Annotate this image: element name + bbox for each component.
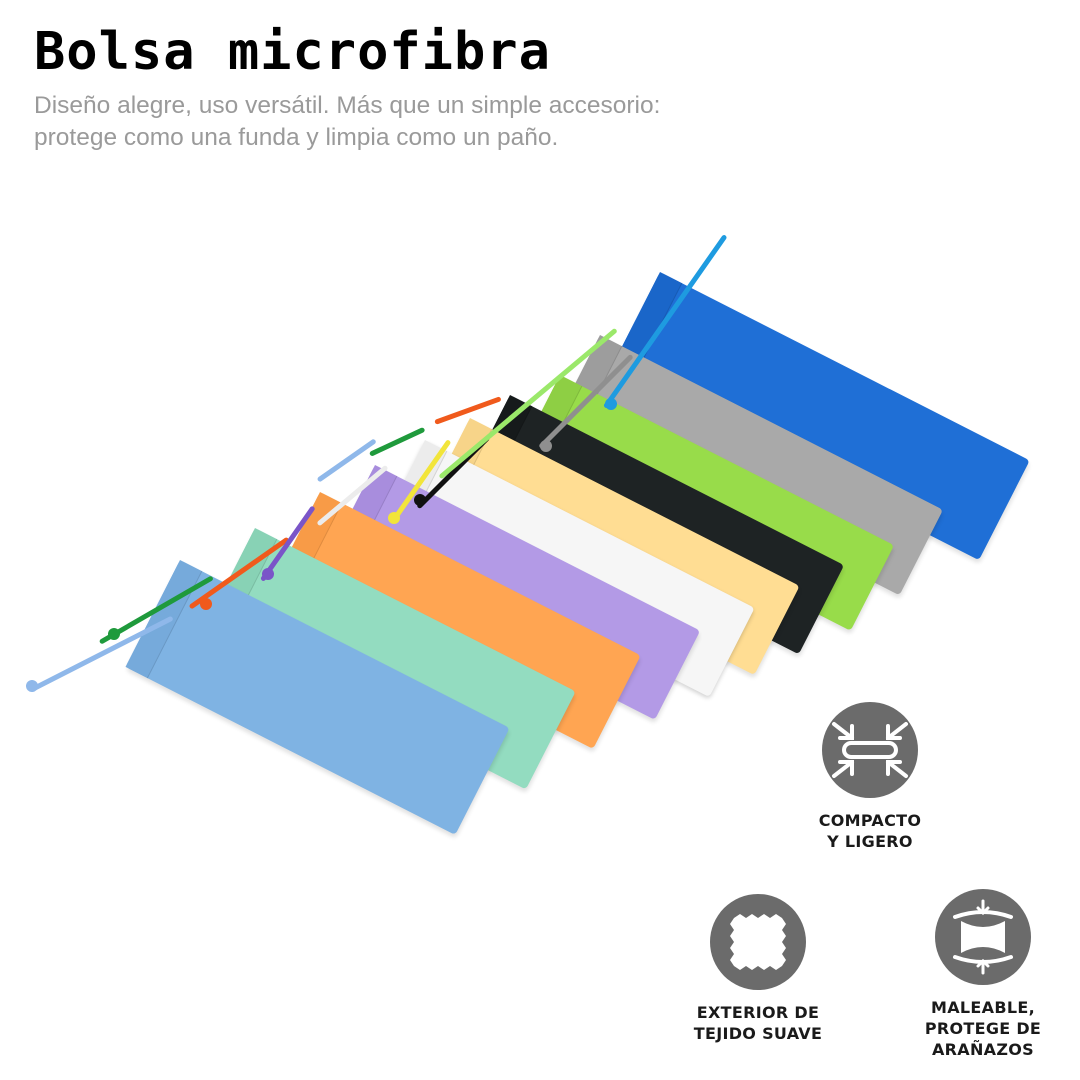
knot-orange: [200, 598, 212, 610]
compress-arrows-icon: [822, 702, 918, 798]
page-title: Bolsa microfibra: [34, 22, 551, 82]
feature-soft-fabric: EXTERIOR DE TEJIDO SUAVE: [678, 894, 838, 1044]
flexible-press-icon: [935, 889, 1031, 985]
subtitle-line-2: protege como una funda y limpia como un …: [34, 124, 559, 151]
feature-malleable: MALEABLE, PROTEGE DE ARAÑAZOS: [908, 889, 1058, 1060]
cord-lightblue-top: [316, 438, 377, 483]
knot-light-blue: [26, 680, 38, 692]
feature-label: COMPACTO Y LIGERO: [818, 811, 922, 851]
cord-green-top: [368, 426, 426, 457]
knot-black: [414, 494, 426, 506]
subtitle-line-1: Diseño alegre, uso versátil. Más que un …: [34, 92, 661, 119]
knot-blue: [605, 398, 617, 410]
knot-grey: [540, 440, 552, 452]
knot-yellow: [388, 512, 400, 524]
feature-label: EXTERIOR DE TEJIDO SUAVE: [693, 1003, 823, 1043]
page-subtitle: Diseño alegre, uso versátil. Más que un …: [34, 90, 794, 154]
fabric-swatch-icon: [710, 894, 806, 990]
knot-purple: [262, 568, 274, 580]
knot-green: [108, 628, 120, 640]
feature-compact: COMPACTO Y LIGERO: [795, 702, 945, 852]
feature-label: MALEABLE, PROTEGE DE ARAÑAZOS: [924, 998, 1042, 1059]
